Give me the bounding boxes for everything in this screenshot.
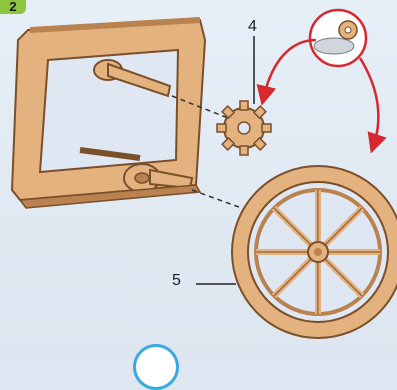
arrow-to-small-gear [264,40,316,96]
arrow-to-large-gear [360,58,378,144]
assembly-instruction-step: 2 [0,0,397,360]
part-5-label: 5 [172,272,181,290]
sheet-with-parts-icon [310,10,366,66]
next-step-circle [133,344,179,390]
assembly-illustration [0,0,397,360]
wooden-frame [12,20,205,208]
large-gear-part-5 [232,166,397,338]
small-gear-part-4 [217,101,271,155]
part-4-label: 4 [248,18,257,36]
